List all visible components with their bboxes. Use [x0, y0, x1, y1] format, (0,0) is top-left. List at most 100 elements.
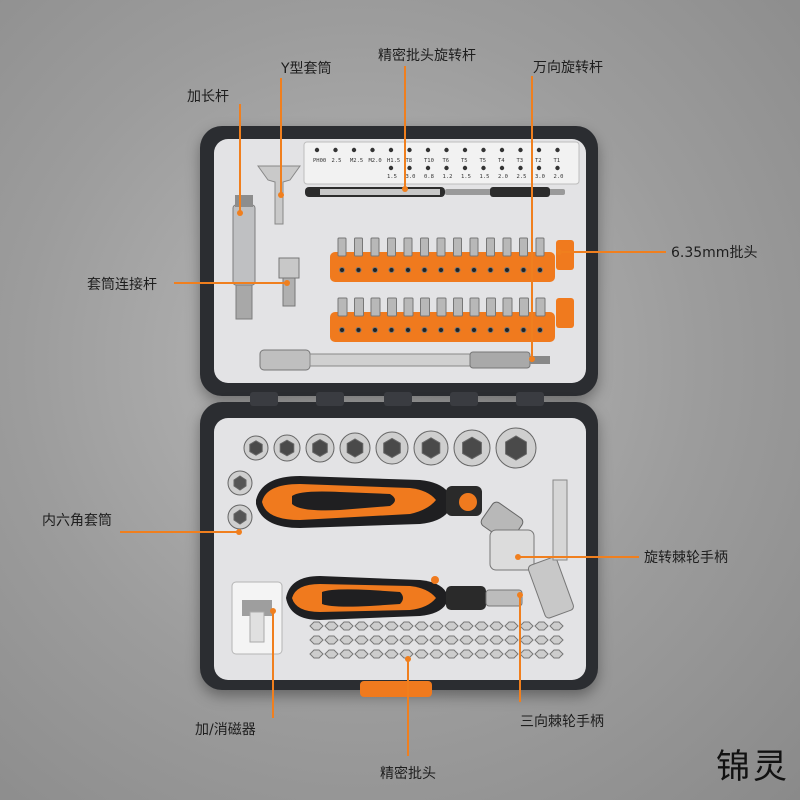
leader-three-way-ratchet: [519, 596, 521, 702]
bit: [502, 297, 513, 317]
card-label-row1: H1.5: [387, 158, 400, 164]
bit-mark: [355, 327, 362, 333]
leader-rotating-ratchet-dot: [515, 554, 521, 560]
bit-mark: [471, 267, 477, 273]
precision-bit: [519, 621, 534, 631]
precision-bit: [474, 621, 489, 631]
precision-bit: [309, 621, 324, 631]
label-socket-adapter: 套筒连接杆: [87, 277, 157, 293]
hex-socket-hole: [279, 439, 295, 457]
bit-mark: [372, 267, 378, 273]
precision-bit: [399, 621, 414, 631]
bit: [387, 237, 396, 257]
card-symbol: [555, 165, 560, 171]
bit-mark: [405, 267, 411, 273]
precision-bit: [384, 635, 399, 645]
bit-mark: [388, 267, 395, 273]
bottom-extension-rod: [552, 479, 568, 561]
precision-bit: [339, 635, 354, 645]
bit: [436, 297, 447, 317]
leader-hex-sockets: [120, 531, 240, 533]
bit-mark: [372, 327, 378, 333]
label-three-way-ratchet: 三向棘轮手柄: [520, 714, 604, 730]
card-label-row2: 2.5: [517, 174, 527, 180]
bit-card: [303, 141, 580, 185]
card-symbol: [407, 165, 412, 171]
precision-bit: [369, 649, 384, 659]
precision-bit: [414, 621, 429, 631]
card-symbol: [462, 147, 468, 153]
three-way-ratchet-handle-shape: [286, 576, 523, 620]
precision-bit: [324, 621, 339, 631]
leader-precision-rotating-rod-dot: [402, 186, 408, 192]
bit-mark: [504, 267, 510, 273]
card-label-row1: 2.5: [332, 158, 342, 164]
card-label-row1: T5: [480, 158, 487, 164]
precision-rotating-rod-shape: [305, 187, 565, 197]
card-label-row2: 1.5: [387, 174, 397, 180]
card-symbol: [444, 165, 449, 171]
bit: [387, 297, 397, 317]
bit: [469, 237, 479, 257]
leader-magnetizer-dot: [270, 608, 276, 614]
universal-rotating-rod-shape: [259, 349, 550, 371]
precision-bit: [489, 635, 504, 645]
precision-bit: [534, 635, 549, 645]
bit: [519, 237, 528, 257]
card-label-row1: T6: [443, 158, 450, 164]
hex-socket-hole: [312, 439, 328, 457]
card-symbol: [314, 147, 320, 153]
precision-bit: [549, 635, 564, 645]
precision-bit: [414, 649, 429, 659]
precision-bit: [459, 635, 474, 645]
precision-bit: [354, 621, 369, 631]
card-label-row1: T10: [424, 158, 434, 164]
label-magnetizer: 加/消磁器: [195, 722, 256, 738]
precision-bit: [534, 649, 549, 659]
card-symbol: [444, 147, 449, 153]
card-label-row1: T3: [517, 158, 524, 164]
bit-mark: [454, 327, 461, 333]
precision-bit: [504, 621, 519, 631]
hex-socket-hole: [505, 435, 527, 461]
precision-bit: [309, 649, 324, 659]
leader-three-way-ratchet-dot: [517, 592, 523, 598]
bit-mark: [520, 267, 527, 273]
bit: [486, 297, 496, 317]
precision-bit: [549, 649, 564, 659]
card-symbol: [388, 147, 394, 153]
leader-precision-bits: [407, 660, 409, 756]
precision-bit: [444, 635, 459, 645]
card-label-row2: 3.0: [406, 174, 416, 180]
leader-y-socket: [280, 78, 282, 196]
card-symbol: [425, 165, 431, 171]
card-label-row2: 0.8: [424, 174, 434, 180]
leader-precision-rotating-rod: [404, 66, 406, 190]
precision-bit: [429, 621, 444, 631]
precision-bit: [384, 621, 399, 631]
precision-bit: [474, 635, 489, 645]
card-symbol: [462, 165, 468, 171]
precision-bit: [429, 635, 444, 645]
leader-extension-bar-dot: [237, 210, 243, 216]
precision-bit: [474, 649, 489, 659]
bit-mark: [438, 327, 444, 333]
bit: [403, 297, 414, 317]
bit-mark: [537, 267, 543, 273]
bit-mark: [339, 327, 345, 333]
bit-mark: [421, 327, 428, 333]
card-label-row1: T5: [461, 158, 468, 164]
card-label-row2: 1.2: [443, 174, 453, 180]
leader-extension-bar: [239, 104, 241, 214]
latch: [360, 681, 432, 697]
precision-bit: [489, 649, 504, 659]
bit-mark: [405, 327, 411, 333]
leader-magnetizer: [272, 612, 274, 718]
card-label-row2: 2.0: [554, 174, 564, 180]
card-label-row1: T4: [498, 158, 505, 164]
card-symbol: [388, 165, 394, 171]
hex-socket-hole: [346, 438, 364, 458]
precision-bit: [384, 649, 399, 659]
precision-bit: [369, 635, 384, 645]
precision-bit: [354, 635, 369, 645]
